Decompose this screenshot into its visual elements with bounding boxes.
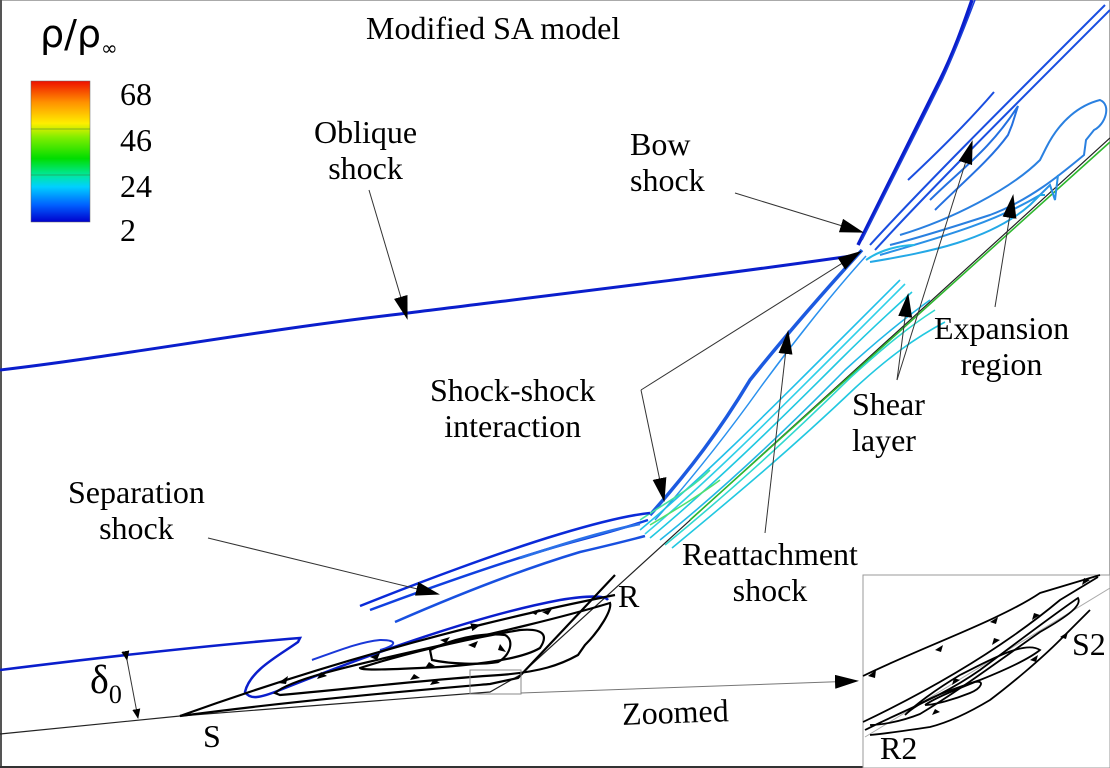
zoom-pointer-arrow — [520, 674, 859, 694]
label-reattachment-shock: Reattachment shock — [682, 536, 858, 608]
label-zoomed: Zoomed — [621, 692, 730, 732]
separation-bubble-streamlines — [179, 574, 616, 718]
arrow-shear-layer-2 — [896, 140, 973, 381]
label-expansion-region: Expansion region — [934, 310, 1070, 382]
reattachment-shock-line-2 — [654, 255, 867, 521]
wall-contour-green — [689, 141, 1110, 521]
figure-title: Modified SA model — [366, 10, 621, 46]
label-reattachment-point: R — [618, 578, 640, 614]
zoom-region-box — [469, 669, 522, 695]
label-shock-shock-interaction: Shock-shock interaction — [430, 372, 596, 444]
colorbar-variable-label: ρ/ρ∞ — [40, 12, 118, 60]
reattachment-shock-line — [648, 248, 864, 517]
arrow-shear-layer-1 — [896, 293, 913, 381]
label-separation-shock: Separation shock — [68, 474, 205, 546]
bow-shock-line-2 — [861, 0, 976, 241]
colorbar-variable: ρ/ρ — [40, 12, 102, 56]
colorbar — [30, 80, 91, 223]
bow-shock-line — [856, 0, 974, 246]
boundary-layer-inner — [311, 638, 395, 661]
label-bow-shock: Bow shock — [630, 126, 705, 198]
label-shear-layer: Shear layer — [852, 386, 925, 458]
inset-zoomed-view — [862, 574, 1110, 768]
colorbar-variable-subscript: ∞ — [101, 36, 118, 60]
label-separation-point: S — [203, 718, 221, 754]
label-inset-s2: S2 — [1072, 626, 1106, 662]
arrow-expansion-region — [994, 194, 1017, 308]
boundary-layer-edge — [0, 595, 609, 699]
arrow-shock-shock-2 — [640, 389, 667, 502]
expansion-contour — [889, 98, 1108, 246]
oblique-shock-line — [0, 253, 859, 372]
ramp-contours — [639, 279, 946, 549]
label-inset-r2: R2 — [880, 730, 918, 766]
separation-shock-contours — [359, 511, 651, 624]
label-boundary-layer-thickness: δ0 — [90, 657, 122, 710]
arrow-separation-shock — [207, 537, 440, 596]
colorbar-tick-2: 2 — [120, 212, 136, 248]
arrow-oblique-shock — [368, 189, 408, 320]
annotation-arrows — [121, 140, 1017, 719]
streamline-arrows — [278, 609, 552, 685]
expansion-contour — [865, 244, 916, 261]
arrow-reattachment-shock — [764, 330, 793, 534]
shear-contour — [929, 105, 1019, 211]
arrow-shock-shock-1 — [640, 250, 862, 391]
label-oblique-shock: Oblique shock — [314, 114, 418, 186]
arrow-delta0 — [121, 650, 141, 719]
colorbar-tick-46: 46 — [120, 122, 152, 158]
colorbar-tick-24: 24 — [120, 168, 152, 204]
expansion-contour — [869, 194, 1045, 263]
shear-contour — [869, 4, 1106, 246]
arrow-bow-shock — [734, 192, 864, 233]
shear-contour — [907, 91, 995, 181]
colorbar-tick-68: 68 — [120, 76, 152, 112]
